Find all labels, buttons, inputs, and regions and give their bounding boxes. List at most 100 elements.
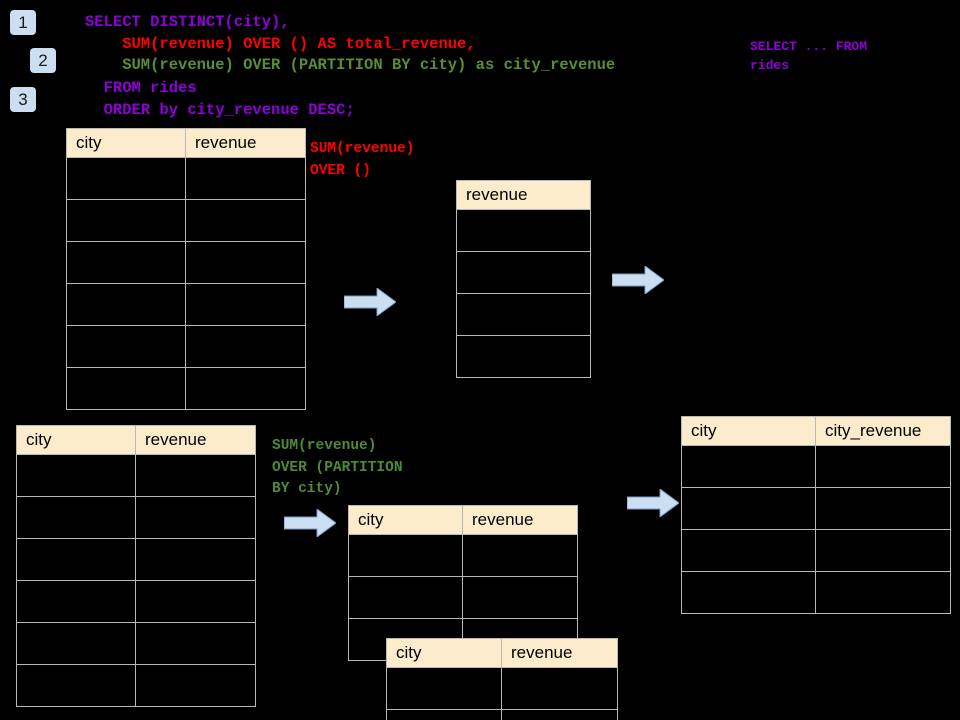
- table-rides-source-top: city revenue: [66, 128, 306, 410]
- column-header-revenue: revenue: [185, 128, 306, 158]
- table-row: [348, 534, 578, 577]
- table-cell: [66, 283, 186, 326]
- table-cell: [135, 538, 256, 581]
- table-body: [456, 209, 591, 378]
- column-header-city: city: [348, 505, 463, 535]
- table-row: [16, 454, 256, 497]
- arrow-partition-to-final: [627, 489, 679, 517]
- column-header-revenue: revenue: [501, 638, 618, 668]
- table-final-result: city city_revenue: [681, 416, 951, 614]
- column-header-city: city: [681, 416, 816, 446]
- table-cell: [462, 576, 578, 619]
- table-cell: [66, 241, 186, 284]
- table-total-revenue: revenue: [456, 180, 591, 378]
- table-cell: [501, 667, 618, 710]
- table-cell: [185, 199, 306, 242]
- table-header-row: city city_revenue: [681, 416, 951, 446]
- sql-line-sum-over-partition: SUM(revenue) OVER (PARTITION BY city) as…: [85, 56, 616, 74]
- table-body: [681, 445, 951, 614]
- table-cell: [386, 667, 502, 710]
- table-row: [386, 667, 618, 710]
- table-cell: [16, 496, 136, 539]
- table-cell: [815, 445, 951, 488]
- table-row: [681, 487, 951, 530]
- sql-line-select-distinct: SELECT DISTINCT(city),: [85, 13, 290, 31]
- table-body: [348, 534, 578, 661]
- table-cell: [185, 325, 306, 368]
- table-header-row: city revenue: [16, 425, 256, 455]
- table-cell: [66, 199, 186, 242]
- table-header-row: city revenue: [66, 128, 306, 158]
- arrow-source-to-total: [344, 288, 396, 316]
- column-header-revenue: revenue: [462, 505, 578, 535]
- sql-line-order-by: ORDER by city_revenue DESC;: [85, 101, 355, 119]
- table-row: [456, 335, 591, 378]
- table-cell: [135, 580, 256, 623]
- table-row: [66, 367, 306, 410]
- table-header-row: city revenue: [386, 638, 618, 668]
- column-header-revenue: revenue: [135, 425, 256, 455]
- table-cell: [185, 157, 306, 200]
- arrow-source-to-partition: [284, 509, 336, 537]
- table-cell: [135, 664, 256, 707]
- table-cell: [135, 496, 256, 539]
- table-cell: [16, 622, 136, 665]
- table-row: [16, 496, 256, 539]
- sql-line-from: FROM rides: [85, 79, 197, 97]
- table-cell: [501, 709, 618, 720]
- table-body: [16, 454, 256, 707]
- table-body: [386, 667, 618, 720]
- table-row: [66, 157, 306, 200]
- table-cell: [815, 529, 951, 572]
- column-header-revenue: revenue: [456, 180, 591, 210]
- note-select-from-rides: SELECT ... FROM rides: [750, 39, 868, 73]
- table-row: [66, 283, 306, 326]
- table-row: [16, 622, 256, 665]
- table-partition-group-back: city revenue: [348, 505, 578, 661]
- table-cell: [681, 487, 816, 530]
- note-sum-over-empty: SUM(revenue) OVER (): [310, 141, 415, 179]
- step-badge-1: 1: [10, 10, 36, 35]
- table-header-row: city revenue: [348, 505, 578, 535]
- table-cell: [135, 454, 256, 497]
- table-row: [681, 445, 951, 488]
- column-header-city-revenue: city_revenue: [815, 416, 951, 446]
- table-row: [681, 571, 951, 614]
- table-cell: [185, 283, 306, 326]
- table-cell: [185, 241, 306, 284]
- table-cell: [348, 534, 463, 577]
- table-body: [66, 157, 306, 410]
- table-row: [456, 251, 591, 294]
- table-cell: [681, 445, 816, 488]
- table-cell: [66, 157, 186, 200]
- sql-line-sum-over-empty: SUM(revenue) OVER () AS total_revenue,: [85, 34, 476, 53]
- table-cell: [66, 325, 186, 368]
- table-cell: [462, 534, 578, 577]
- table-cell: [16, 664, 136, 707]
- table-row: [16, 580, 256, 623]
- table-cell: [815, 487, 951, 530]
- table-row: [456, 293, 591, 336]
- note-sum-over-partition: SUM(revenue) OVER (PARTITION BY city): [272, 438, 403, 497]
- table-cell: [681, 529, 816, 572]
- table-row: [456, 209, 591, 252]
- table-partition-group-front: city revenue: [386, 638, 618, 720]
- table-row: [386, 709, 618, 720]
- table-row: [66, 241, 306, 284]
- table-cell: [456, 335, 591, 378]
- table-rides-source-bottom: city revenue: [16, 425, 256, 707]
- table-cell: [66, 367, 186, 410]
- table-cell: [16, 454, 136, 497]
- table-cell: [456, 293, 591, 336]
- table-cell: [348, 576, 463, 619]
- table-row: [348, 576, 578, 619]
- table-row: [16, 538, 256, 581]
- step-badge-2: 2: [30, 48, 56, 73]
- table-header-row: revenue: [456, 180, 591, 210]
- table-row: [681, 529, 951, 572]
- table-cell: [16, 580, 136, 623]
- table-cell: [456, 251, 591, 294]
- table-cell: [386, 709, 502, 720]
- table-cell: [185, 367, 306, 410]
